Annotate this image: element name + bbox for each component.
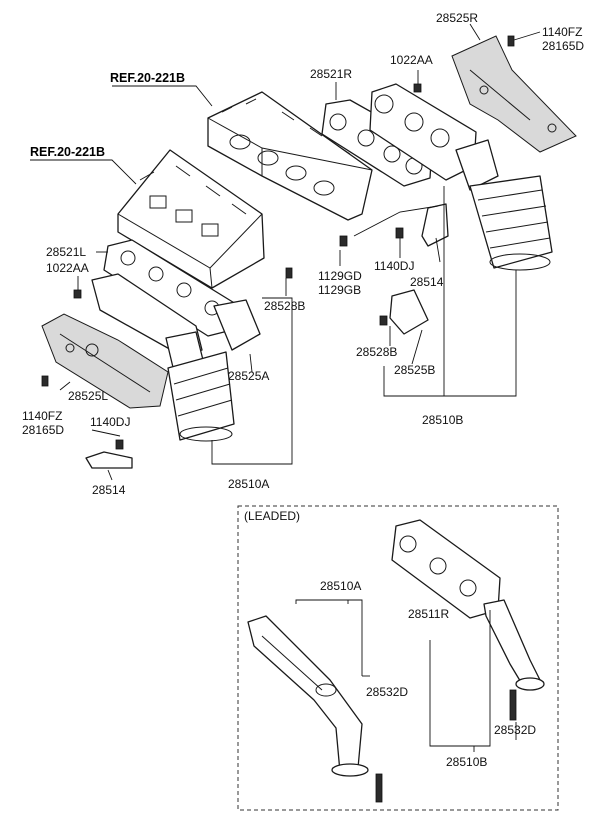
bolt-28528B-left	[285, 267, 293, 279]
label-28165D-right: 28165D	[542, 39, 584, 53]
leaded-label-28532D-b: 28532D	[494, 723, 536, 737]
label-28521R: 28521R	[310, 67, 352, 81]
label-1140FZ-left: 1140FZ	[22, 409, 62, 423]
label-1022AA-right: 1022AA	[390, 53, 433, 67]
heat-shield-left	[41, 313, 169, 409]
leaded-label-28510B: 28510B	[446, 755, 487, 769]
label-28510A: 28510A	[228, 477, 269, 491]
label-28165D-left: 28165D	[22, 423, 64, 437]
label-1129GB: 1129GB	[318, 283, 361, 297]
ref-label-lower: REF.20-221B	[30, 145, 105, 159]
gasket-right	[321, 99, 433, 187]
manifold-catalytic-converter-left	[91, 273, 261, 442]
leaded-label-28532D-a: 28532D	[366, 685, 408, 699]
bracket-28525B	[389, 289, 429, 335]
leader-lines	[30, 23, 517, 481]
leaded-label-28511R: 28511R	[408, 607, 449, 621]
label-28521L: 28521L	[46, 245, 86, 259]
label-28514-right: 28514	[410, 275, 444, 289]
bolt-1140FZ-left	[41, 375, 49, 387]
leaded-title: (LEADED)	[244, 509, 300, 523]
leaded-label-28510A: 28510A	[320, 579, 361, 593]
label-1140FZ-right: 1140FZ	[542, 25, 582, 39]
nut-1022AA-left	[73, 276, 82, 299]
ref-label-upper: REF.20-221B	[110, 71, 185, 85]
bolt-1129GD	[339, 235, 348, 247]
label-1022AA-left: 1022AA	[46, 261, 89, 275]
nut-1022AA-right	[413, 70, 422, 93]
label-1140DJ-right: 1140DJ	[374, 259, 414, 273]
label-28528B-right: 28528B	[356, 345, 397, 359]
label-28528B-left: 28528B	[264, 299, 305, 313]
bolt-28528B-right	[379, 315, 388, 326]
heat-shield-right	[451, 35, 577, 153]
bracket-28514-right	[421, 203, 449, 247]
label-28525B: 28525B	[394, 363, 435, 377]
leaded-manifold-28511R	[391, 519, 545, 721]
label-1129GD: 1129GD	[318, 269, 362, 283]
cylinder-head-right	[207, 91, 373, 221]
bolt-1140DJ-right	[395, 227, 404, 239]
leaded-leader-lines	[295, 599, 517, 752]
bolt-1140DJ-left	[115, 439, 124, 450]
bracket-28514-left	[85, 451, 133, 469]
label-1140DJ-left: 1140DJ	[90, 415, 130, 429]
label-28525L: 28525L	[68, 389, 108, 403]
label-28525A: 28525A	[228, 369, 269, 383]
label-28514-left: 28514	[92, 483, 126, 497]
bolt-1140FZ-right	[507, 31, 541, 47]
manifold-catalytic-converter-right	[369, 83, 553, 271]
label-28525R: 28525R	[436, 11, 478, 25]
leaded-variant-box	[237, 505, 559, 811]
leaded-front-pipe-28510A	[247, 615, 383, 803]
label-28510B: 28510B	[422, 413, 463, 427]
